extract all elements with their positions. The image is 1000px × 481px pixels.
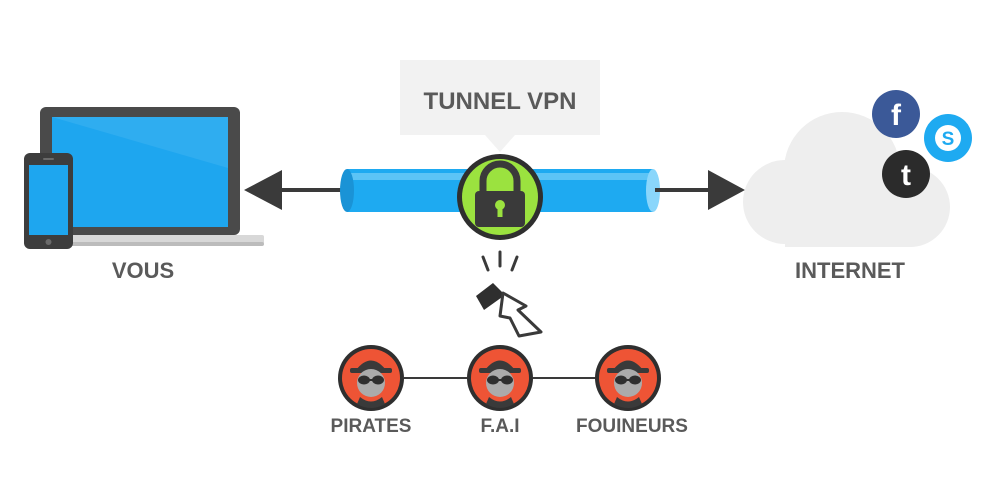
leak-lines-icon: [481, 250, 519, 272]
threat-label-pirates: PIRATES: [331, 416, 412, 437]
svg-text:f: f: [891, 99, 902, 132]
twitter-icon: t: [882, 150, 930, 198]
svg-text:S: S: [942, 129, 955, 150]
pirate-spy-icon: [338, 345, 404, 411]
phone-icon: [24, 153, 73, 249]
tunnel-label-callout: TUNNEL VPN: [400, 60, 600, 152]
isp-spy-icon: [467, 345, 533, 411]
you-label: VOUS: [112, 258, 174, 283]
cloud-icon: [743, 112, 950, 247]
peel-arrow-icon: [476, 283, 543, 338]
arrow-left-icon: [244, 170, 350, 210]
snooper-spy-icon: [595, 345, 661, 411]
svg-text:t: t: [901, 159, 911, 192]
skype-icon: S: [924, 114, 972, 162]
threat-label-fouineurs: FOUINEURS: [576, 416, 688, 437]
laptop-icon: [28, 107, 264, 246]
lock-icon: [457, 154, 543, 240]
threat-label-fai: F.A.I: [480, 416, 519, 437]
tunnel-label: TUNNEL VPN: [424, 88, 577, 115]
facebook-icon: f: [872, 90, 920, 138]
internet-label: INTERNET: [795, 258, 906, 283]
arrow-right-icon: [655, 170, 745, 210]
